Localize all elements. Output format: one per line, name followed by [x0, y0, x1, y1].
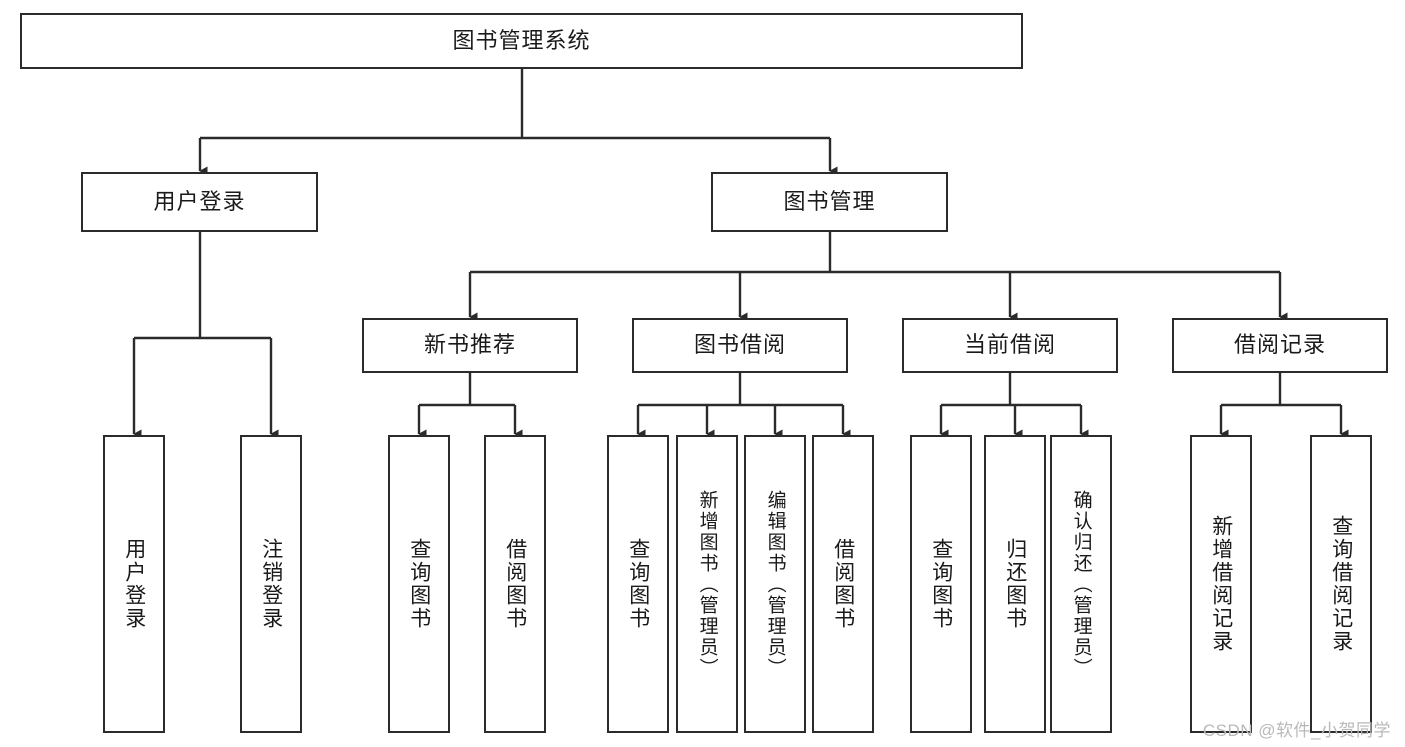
node-new-book-recommend[interactable]: 新书推荐: [362, 318, 578, 373]
node-leaf-cur-return-book[interactable]: 归还图书: [984, 435, 1046, 733]
node-leaf-user-logout[interactable]: 注销登录: [240, 435, 302, 733]
node-label: 用户登录: [153, 188, 246, 214]
node-label: 确认归还（管理员）: [1070, 489, 1092, 679]
node-current-borrow[interactable]: 当前借阅: [902, 318, 1118, 373]
node-label: 查询借阅记录: [1329, 515, 1353, 653]
node-label: 新增图书（管理员）: [696, 489, 718, 679]
node-leaf-cur-query-book[interactable]: 查询图书: [910, 435, 972, 733]
node-leaf-borrow-add-book[interactable]: 新增图书（管理员）: [676, 435, 738, 733]
node-label: 查询图书: [929, 538, 953, 630]
node-label: 图书管理: [783, 188, 876, 214]
node-user-login[interactable]: 用户登录: [81, 172, 318, 232]
node-leaf-borrow-do-borrow[interactable]: 借阅图书: [812, 435, 874, 733]
node-label: 注销登录: [259, 538, 283, 630]
node-borrow-record[interactable]: 借阅记录: [1172, 318, 1388, 373]
node-label: 归还图书: [1003, 538, 1027, 630]
node-label: 新增借阅记录: [1209, 515, 1233, 653]
watermark-text: CSDN @软件_小贺同学: [1202, 721, 1391, 740]
node-label: 用户登录: [122, 538, 146, 630]
node-label: 查询图书: [626, 538, 650, 630]
node-label: 查询图书: [407, 538, 431, 630]
node-label: 图书借阅: [693, 332, 786, 358]
node-book-admin[interactable]: 图书管理: [711, 172, 948, 232]
node-leaf-record-add[interactable]: 新增借阅记录: [1190, 435, 1252, 733]
node-leaf-rec-borrow-book[interactable]: 借阅图书: [484, 435, 546, 733]
node-label: 图书管理系统: [452, 27, 591, 53]
node-leaf-record-search[interactable]: 查询借阅记录: [1310, 435, 1372, 733]
node-book-borrow[interactable]: 图书借阅: [632, 318, 848, 373]
node-label: 借阅图书: [831, 538, 855, 630]
node-root-system[interactable]: 图书管理系统: [20, 13, 1023, 69]
node-leaf-user-login[interactable]: 用户登录: [103, 435, 165, 733]
node-leaf-rec-query-book[interactable]: 查询图书: [388, 435, 450, 733]
node-label: 新书推荐: [423, 332, 516, 358]
node-leaf-cur-confirm-return[interactable]: 确认归还（管理员）: [1050, 435, 1112, 733]
node-leaf-borrow-edit-book[interactable]: 编辑图书（管理员）: [744, 435, 806, 733]
node-label: 当前借阅: [963, 332, 1056, 358]
node-label: 借阅记录: [1233, 332, 1326, 358]
node-label: 编辑图书（管理员）: [764, 489, 786, 679]
node-leaf-borrow-query-book[interactable]: 查询图书: [607, 435, 669, 733]
node-label: 借阅图书: [503, 538, 527, 630]
